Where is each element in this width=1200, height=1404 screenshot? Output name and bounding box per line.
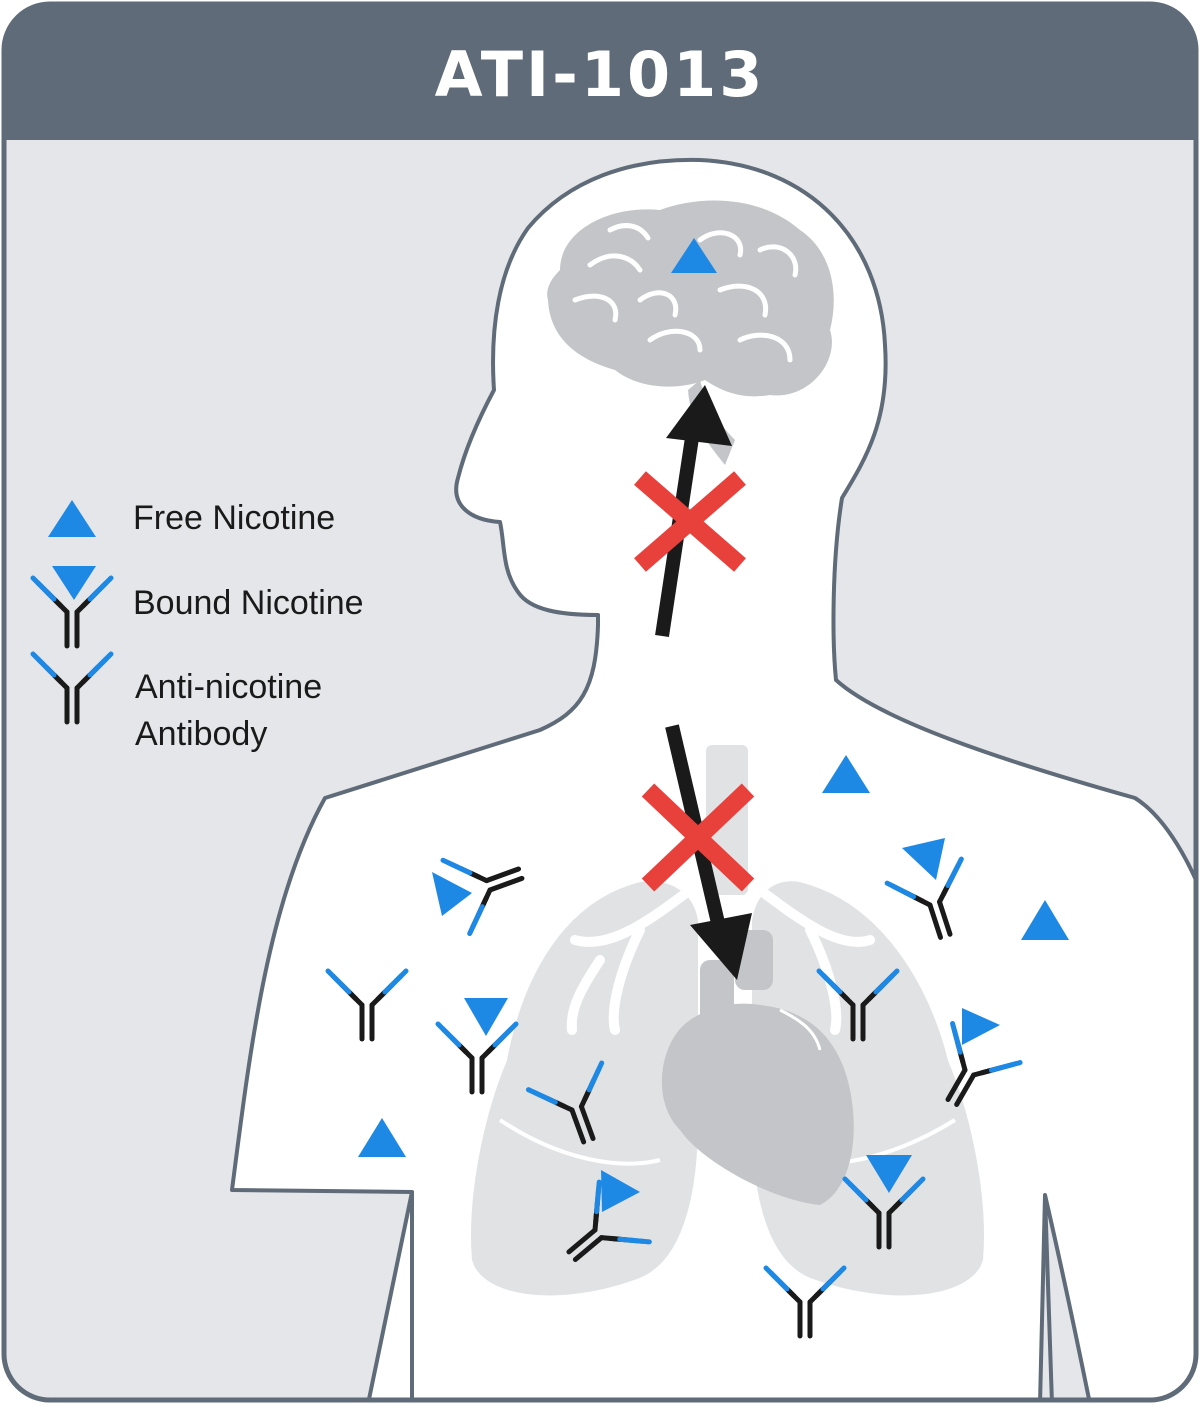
antibody-with-triangle-icon xyxy=(432,837,534,934)
free-nicotine-triangle xyxy=(822,755,870,793)
free-nicotine-triangle xyxy=(358,1118,406,1157)
legend: Free Nicotine Bound Nicotine Anti-nicoti… xyxy=(33,499,364,753)
antibody-with-triangle-icon xyxy=(547,1170,649,1286)
legend-bound-nicotine-icon xyxy=(33,566,111,646)
legend-bound-nicotine-label: Bound Nicotine xyxy=(133,584,364,622)
legend-free-nicotine-icon xyxy=(48,500,96,537)
free-nicotine-triangle xyxy=(671,238,717,273)
heart-icon xyxy=(661,930,854,1205)
legend-free-nicotine-label: Free Nicotine xyxy=(133,499,335,537)
legend-antibody-label-line2: Antibody xyxy=(135,715,267,753)
antibody-with-triangle-icon xyxy=(438,998,516,1092)
diagram-title: ATI-1013 xyxy=(435,38,766,111)
title-bar xyxy=(4,4,1196,140)
red-x-icon xyxy=(641,783,755,892)
red-x-icon xyxy=(634,471,746,572)
antibody-with-triangle-icon xyxy=(919,1008,1021,1121)
bronchi xyxy=(566,885,875,1035)
antibody-with-triangle-icon xyxy=(845,1155,923,1247)
legend-antibody-label-line1: Anti-nicotine xyxy=(135,668,322,706)
free-nicotine-triangle xyxy=(1021,900,1069,940)
right-arm-line xyxy=(1043,1194,1054,1400)
antibody-with-triangle-icon xyxy=(887,838,982,948)
